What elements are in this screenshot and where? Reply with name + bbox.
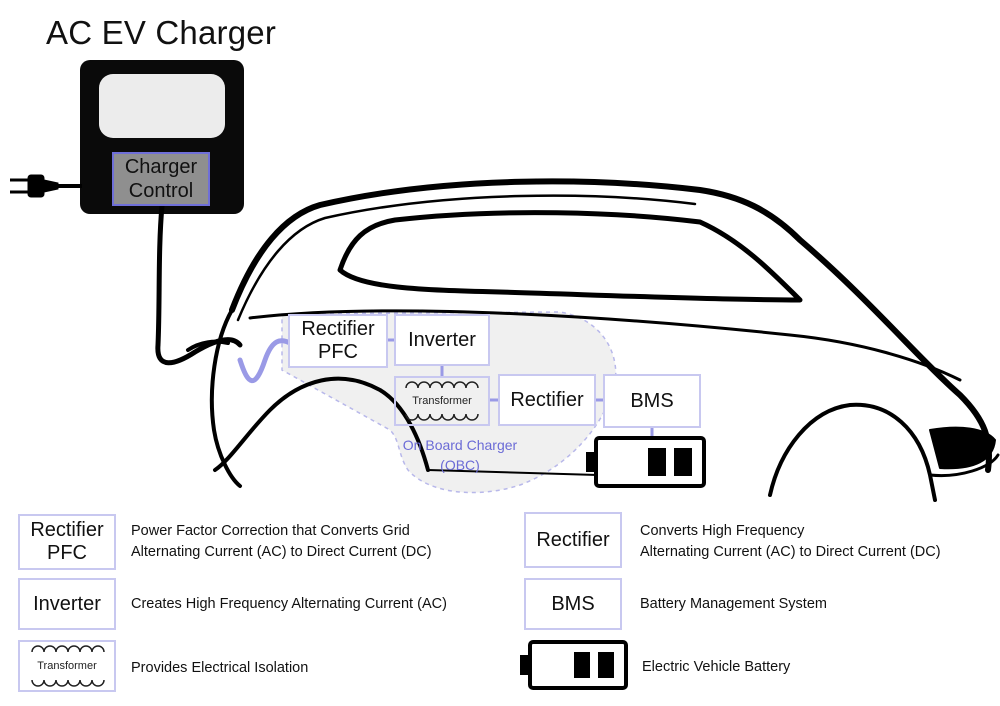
rectifier-block: Rectifier	[498, 374, 596, 426]
charger-control-box: Charger Control	[112, 152, 210, 206]
ac-plug-icon	[10, 174, 82, 198]
legend-bms-description: Battery Management System	[640, 594, 827, 615]
legend-inverter-label: Inverter	[33, 592, 101, 615]
legend-transformer-desc-text: Provides Electrical Isolation	[131, 660, 309, 676]
charging-cable	[155, 203, 243, 366]
rectifier-pfc-block: Rectifier PFC	[288, 314, 388, 368]
legend-inverter-box: Inverter	[18, 578, 116, 630]
legend-battery-icon	[520, 640, 628, 690]
charger-control-line2: Control	[128, 180, 194, 202]
legend-rectifier-pfc-box: Rectifier PFC	[18, 514, 116, 570]
legend-bms-box: BMS	[524, 578, 622, 630]
legend-inverter-desc-text: Creates High Frequency Alternating Curre…	[131, 596, 447, 612]
legend-rectifier-desc-line2: Alternating Current (AC) to Direct Curre…	[640, 544, 941, 561]
legend-rectifier-pfc-line2: PFC	[47, 542, 87, 564]
legend-bms-label: BMS	[551, 592, 595, 615]
obc-connectors	[388, 338, 654, 438]
legend-inverter-description: Creates High Frequency Alternating Curre…	[131, 594, 447, 615]
legend-rectifier-description: Converts High Frequency Alternating Curr…	[640, 521, 941, 563]
rectifier-pfc-line2: PFC	[318, 341, 358, 363]
transformer-coil-icon	[405, 381, 479, 421]
bms-label: BMS	[630, 389, 674, 412]
legend-transformer-box: Transformer	[18, 640, 116, 692]
legend-transformer-label: Transformer	[37, 659, 97, 672]
legend-rectifier-pfc-desc-line2: Alternating Current (AC) to Direct Curre…	[131, 544, 432, 561]
transformer-label: Transformer	[412, 394, 472, 407]
charger-control-line1: Charger	[124, 156, 198, 178]
legend-rectifier-box: Rectifier	[524, 512, 622, 568]
inverter-label: Inverter	[408, 328, 476, 351]
legend-transformer-description: Provides Electrical Isolation	[131, 658, 308, 679]
obc-label-line1: On Board Charger	[402, 437, 518, 453]
legend-rectifier-pfc-description: Power Factor Correction that Converts Gr…	[131, 521, 432, 563]
legend-battery-desc-text: Electric Vehicle Battery	[642, 659, 791, 675]
legend-rectifier-desc-line1: Converts High Frequency	[640, 523, 805, 539]
inverter-block: Inverter	[394, 314, 490, 366]
legend-bms-desc-text: Battery Management System	[640, 596, 827, 612]
rectifier-label: Rectifier	[510, 388, 584, 411]
charger-display-screen	[99, 74, 225, 138]
obc-label: On Board Charger (OBC)	[380, 436, 540, 475]
inlet-cable-accent	[237, 338, 293, 384]
legend-battery-description: Electric Vehicle Battery	[642, 657, 790, 678]
legend-transformer-coil-icon	[31, 645, 105, 687]
legend-rectifier-pfc-line1: Rectifier	[30, 519, 104, 541]
bms-block: BMS	[603, 374, 701, 428]
legend-rectifier-label: Rectifier	[536, 528, 610, 551]
rectifier-pfc-line1: Rectifier	[301, 318, 375, 340]
legend-rectifier-pfc-desc-line1: Power Factor Correction that Converts Gr…	[131, 523, 410, 539]
transformer-block: Transformer	[394, 376, 490, 426]
obc-label-line2: (OBC)	[440, 456, 480, 473]
car-outline	[186, 178, 1000, 502]
diagram-title: AC EV Charger	[46, 14, 277, 51]
battery-icon	[586, 436, 706, 488]
